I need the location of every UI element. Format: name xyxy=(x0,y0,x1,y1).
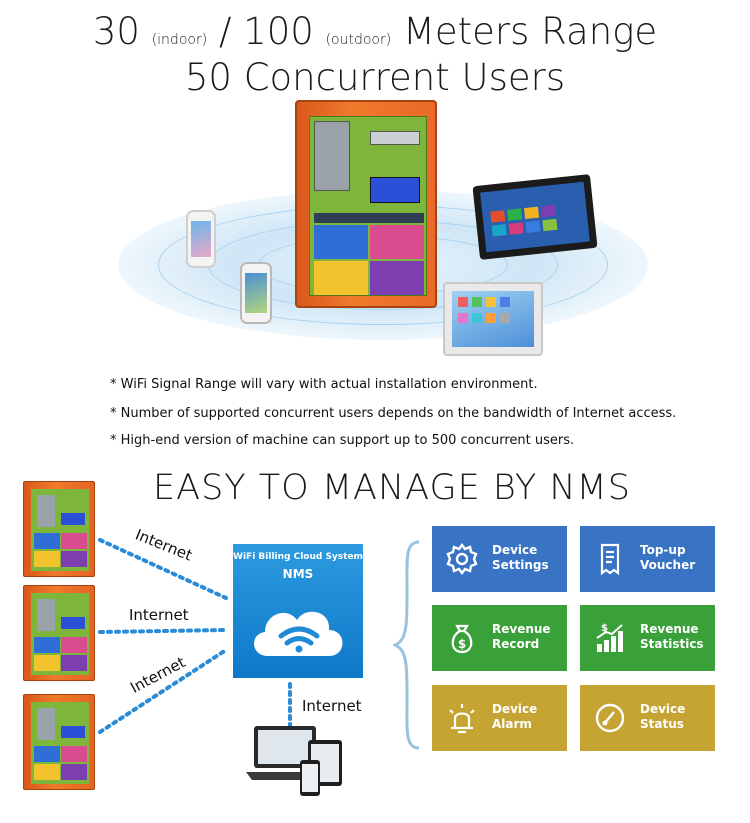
card-label-line2: Voucher xyxy=(640,558,696,572)
range-label: Meters Range xyxy=(402,10,658,53)
card-label-line2: Alarm xyxy=(492,717,532,731)
money-bag-icon: $ xyxy=(451,624,473,654)
card-label-line1: Revenue xyxy=(640,622,699,636)
card-label-line2: Status xyxy=(640,717,684,731)
card-label-line1: Device xyxy=(492,543,538,557)
cloud-wifi-icon xyxy=(254,611,343,656)
nms-title: EASY TO MANAGE BY NMS xyxy=(153,468,631,508)
headline-line-2: 50 Concurrent Users xyxy=(184,56,566,99)
iphone-image xyxy=(186,210,216,268)
card-label-line1: Top-up xyxy=(640,543,686,557)
internet-label-2: Internet xyxy=(129,606,189,624)
note-high-end-version: * High-end version of machine can suppor… xyxy=(110,433,575,448)
card-label-line1: Revenue xyxy=(492,622,551,636)
gear-icon xyxy=(446,543,478,575)
indoor-label: (indoor) xyxy=(151,32,208,48)
range-outdoor-value: / 100 xyxy=(218,10,314,53)
note-signal-range: * WiFi Signal Range will vary with actua… xyxy=(110,377,538,392)
curly-brace xyxy=(393,540,420,750)
gauge-icon xyxy=(595,703,625,733)
card-label-line2: Record xyxy=(492,637,540,651)
bar-chart-icon: $ xyxy=(596,623,623,652)
card-label-line2: Settings xyxy=(492,558,549,572)
headline-line-1: 30 (indoor) / 100 (outdoor) Meters Range xyxy=(0,10,750,53)
note-concurrent-users: * Number of supported concurrent users d… xyxy=(110,406,677,421)
vending-machine-3-image xyxy=(23,694,95,790)
internet-label-4: Internet xyxy=(302,697,362,715)
card-label-line1: Device xyxy=(492,702,538,716)
cloud-system-box: WiFi Billing Cloud System NMS xyxy=(233,544,363,678)
voucher-icon xyxy=(600,543,620,576)
cloud-system-nms: NMS xyxy=(282,567,314,581)
vending-machine-2-image xyxy=(23,585,95,681)
laptop-tablet-phone-image xyxy=(246,726,342,796)
alarm-icon xyxy=(449,704,475,734)
card-label-line1: Device xyxy=(640,702,686,716)
range-indoor-value: 30 xyxy=(92,10,140,53)
card-label-line2: Statistics xyxy=(640,637,704,651)
wifi-vending-machine-image xyxy=(295,100,437,308)
ipad-image xyxy=(443,282,543,356)
android-phone-image xyxy=(240,262,272,324)
cloud-system-name: WiFi Billing Cloud System xyxy=(233,552,363,562)
svg-text:$: $ xyxy=(458,637,466,651)
outdoor-label: (outdoor) xyxy=(325,32,392,48)
svg-text:$: $ xyxy=(601,623,608,634)
vending-machine-1-image xyxy=(23,481,95,577)
